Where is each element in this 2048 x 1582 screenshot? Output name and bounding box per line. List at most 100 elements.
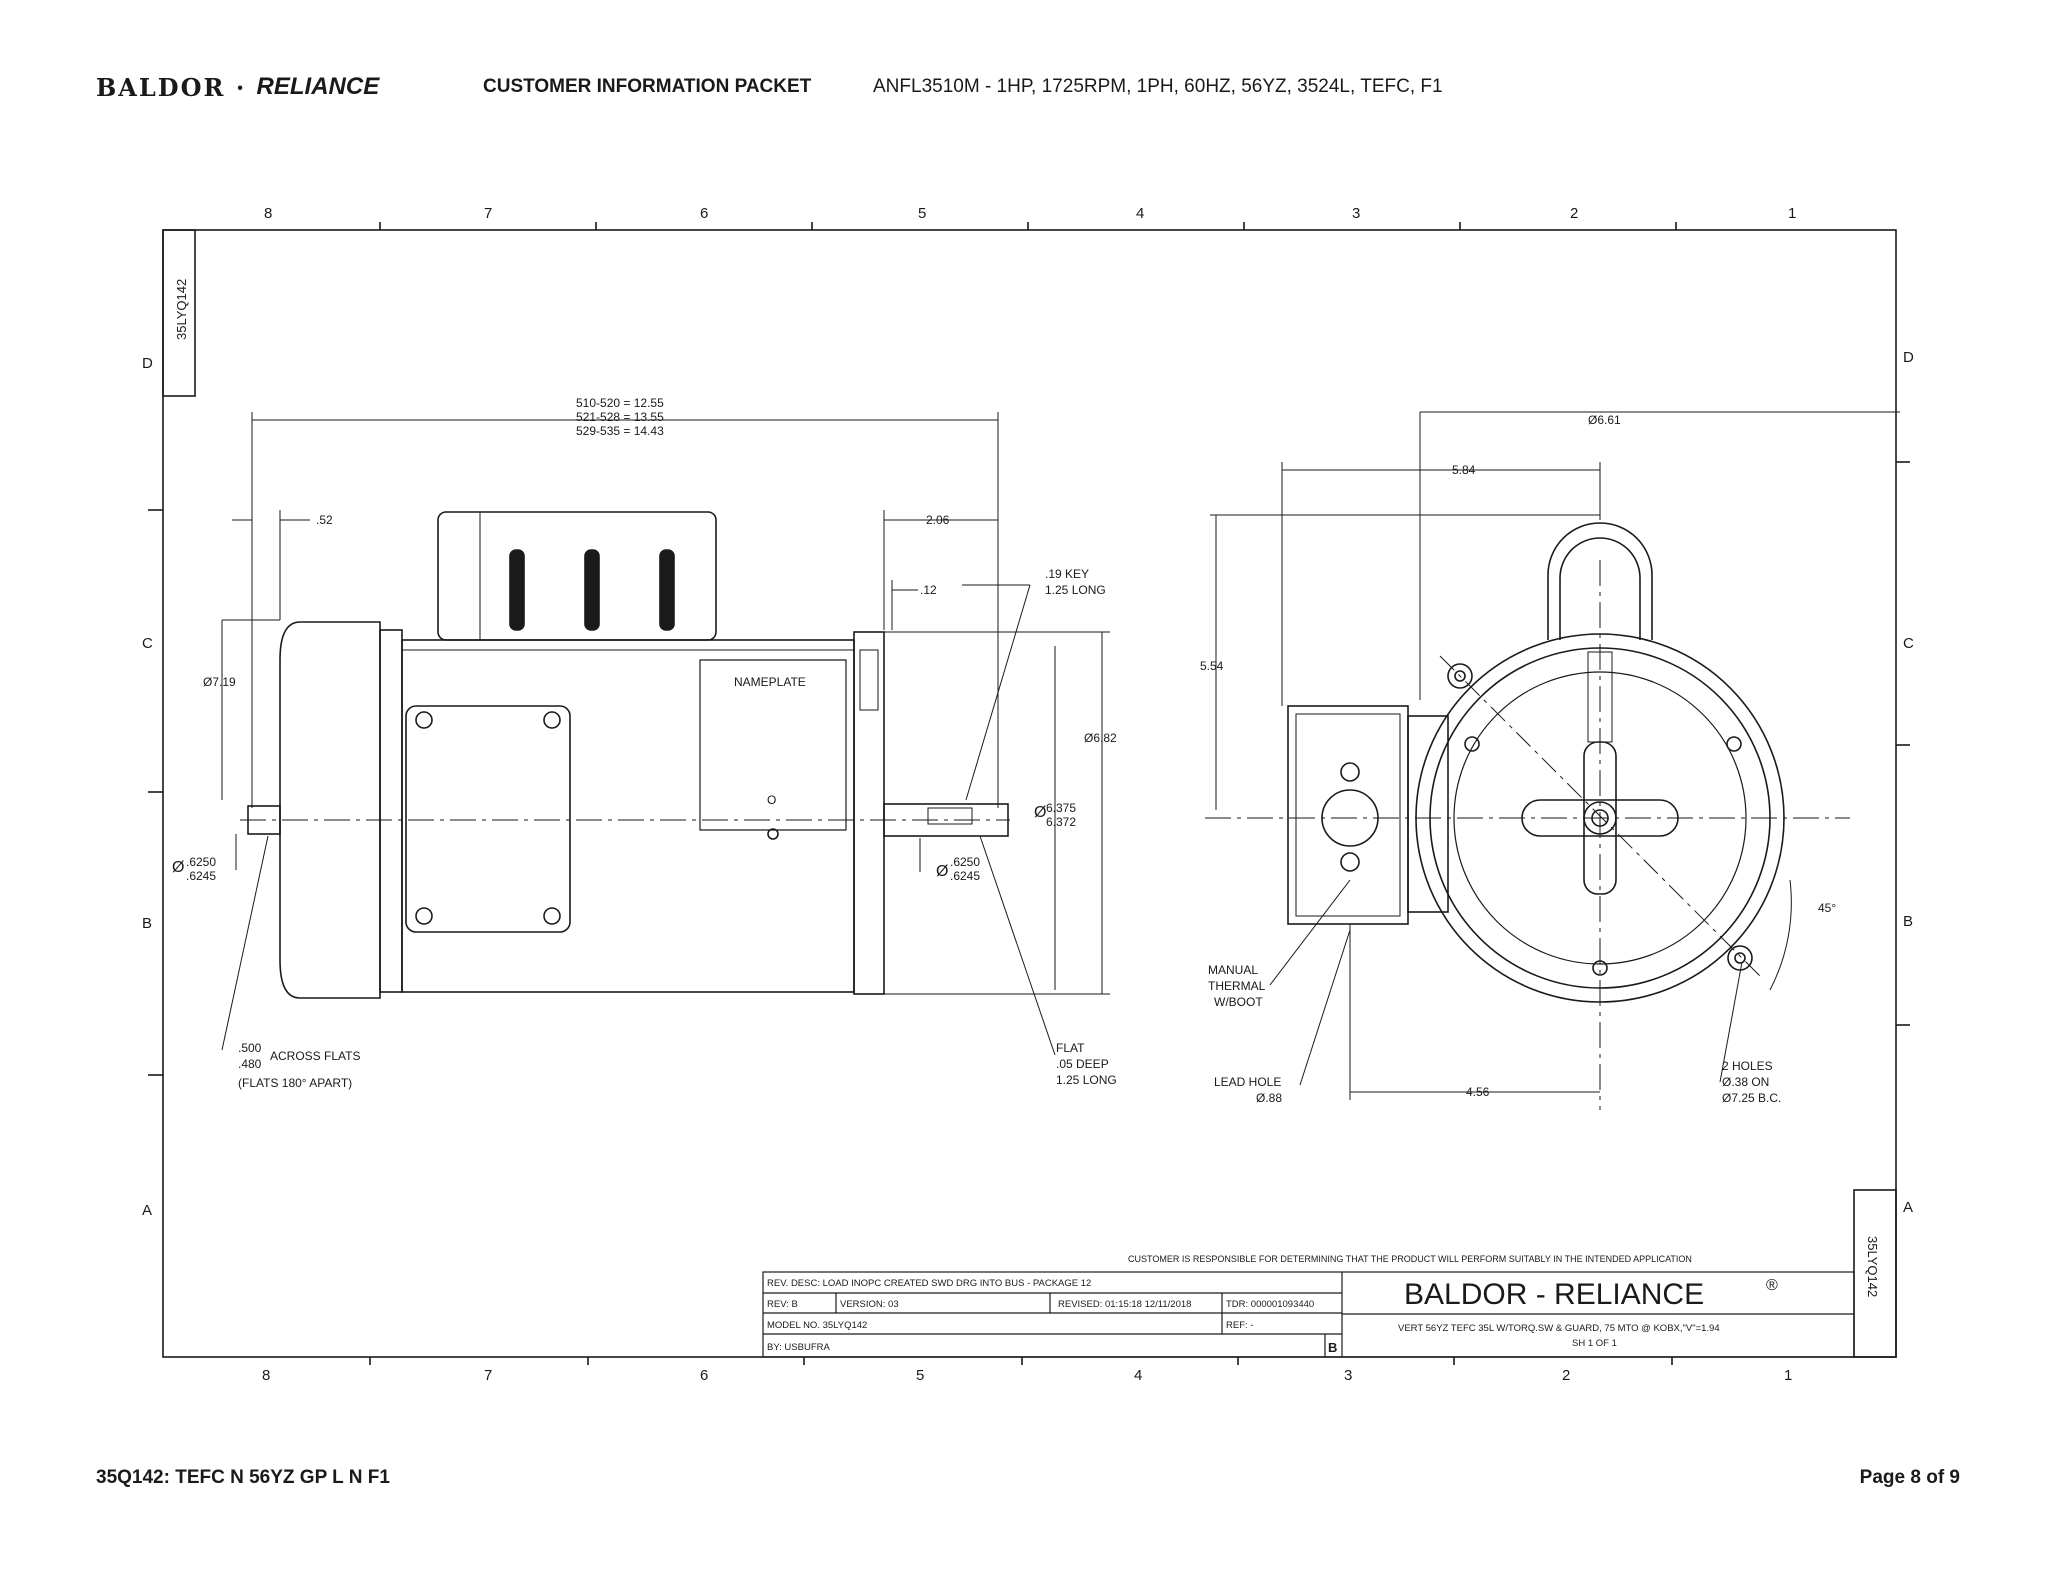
row-label-right: B xyxy=(1903,913,1913,930)
dim-052: .52 xyxy=(316,513,333,527)
registered-mark: ® xyxy=(1766,1277,1778,1294)
dim-584: 5.84 xyxy=(1452,463,1476,477)
brand-reliance: RELIANCE xyxy=(256,73,380,100)
col-label-bottom: 6 xyxy=(700,1367,708,1384)
col-label-top: 2 xyxy=(1570,205,1578,222)
col-label-bottom: 7 xyxy=(484,1367,492,1384)
dia-symbol: Ø xyxy=(1034,804,1046,821)
shaft-6245-right: .6245 xyxy=(950,869,980,883)
col-label-top: 7 xyxy=(484,205,492,222)
brand-logo: BALDOR · RELIANCE xyxy=(96,72,379,102)
flat-label: FLAT xyxy=(1056,1041,1085,1055)
row-label-right: C xyxy=(1903,635,1914,652)
nameplate-label: NAMEPLATE xyxy=(734,675,806,689)
title-block xyxy=(762,1271,1855,1358)
col-label-top: 5 xyxy=(918,205,926,222)
col-label-top: 1 xyxy=(1788,205,1796,222)
dim-dia-661: Ø6.61 xyxy=(1588,413,1621,427)
end-view-labels: Ø6.61 5.84 5.54 4.56 MANUAL THERMAL W/BO… xyxy=(1200,413,1836,1105)
dia-symbol: Ø xyxy=(936,863,948,880)
flats-500: .500 xyxy=(238,1041,262,1055)
boot-label: W/BOOT xyxy=(1214,995,1263,1009)
ref: REF: - xyxy=(1226,1320,1253,1331)
col-label-bottom: 3 xyxy=(1344,1367,1352,1384)
packet-title: CUSTOMER INFORMATION PACKET xyxy=(483,76,812,97)
holes-dia-label: Ø.38 ON xyxy=(1722,1075,1769,1089)
version: VERSION: 03 xyxy=(840,1299,899,1310)
side-view xyxy=(221,412,1110,1056)
row-label-left: B xyxy=(142,915,152,932)
col-label-bottom: 4 xyxy=(1134,1367,1142,1384)
drawing-id-top: 35LYQ142 xyxy=(174,279,189,340)
zone-labels: 8 7 6 5 4 3 2 1 8 7 6 5 4 3 2 1 D C B A … xyxy=(142,205,1914,1384)
brand-baldor: BALDOR xyxy=(96,72,226,102)
sheet-size: B xyxy=(1328,1340,1337,1355)
row-label-left: D xyxy=(142,355,153,372)
dim-dia-682: Ø6.82 xyxy=(1084,731,1117,745)
shaft-6245-left: .6245 xyxy=(186,869,216,883)
col-label-top: 6 xyxy=(700,205,708,222)
length-dim-1: 510-520 = 12.55 xyxy=(576,396,664,410)
rev-desc: REV. DESC: LOAD INOPC CREATED SWD DRG IN… xyxy=(767,1278,1091,1289)
manual-label: MANUAL xyxy=(1208,963,1258,977)
thermal-label: THERMAL xyxy=(1208,979,1266,993)
lead-hole-label: LEAD HOLE xyxy=(1214,1075,1281,1089)
footer-page-number: Page 8 of 9 xyxy=(1859,1467,1960,1488)
key-label: .19 KEY xyxy=(1045,567,1089,581)
key-length-label: 1.25 LONG xyxy=(1045,583,1106,597)
col-label-bottom: 1 xyxy=(1784,1367,1792,1384)
flat-length-label: 1.25 LONG xyxy=(1056,1073,1117,1087)
drawing-border xyxy=(162,229,1897,1358)
side-view-labels: 510-520 = 12.55 521-528 = 13.55 529-535 … xyxy=(172,396,1117,1090)
length-dim-2: 521-528 = 13.55 xyxy=(576,410,664,424)
dim-012: .12 xyxy=(920,583,937,597)
length-dim-3: 529-535 = 14.43 xyxy=(576,424,664,438)
dim-206: 2.06 xyxy=(926,513,950,527)
brand-separator: · xyxy=(235,72,247,102)
col-label-bottom: 8 xyxy=(262,1367,270,1384)
revised: REVISED: 01:15:18 12/11/2018 xyxy=(1058,1299,1191,1310)
flat-depth-label: .05 DEEP xyxy=(1056,1057,1109,1071)
dim-6372: 6.372 xyxy=(1046,815,1076,829)
holes-label: 2 HOLES xyxy=(1722,1059,1773,1073)
disclaimer: CUSTOMER IS RESPONSIBLE FOR DETERMINING … xyxy=(1128,1254,1692,1264)
shaft-6250-right: .6250 xyxy=(950,855,980,869)
dim-6375: 6.375 xyxy=(1046,801,1076,815)
drawing-id-box-top xyxy=(162,229,196,397)
flats-apart-label: (FLATS 180° APART) xyxy=(238,1076,352,1090)
footer-left: 35Q142: TEFC N 56YZ GP L N F1 xyxy=(96,1467,390,1488)
zone-ticks xyxy=(148,222,1910,1365)
col-label-bottom: 5 xyxy=(916,1367,924,1384)
title-description: VERT 56YZ TEFC 35L W/TORQ.SW & GUARD, 75… xyxy=(1398,1323,1720,1334)
col-label-top: 3 xyxy=(1352,205,1360,222)
nameplate-o: O xyxy=(767,793,776,807)
row-label-right: A xyxy=(1903,1199,1913,1216)
col-label-bottom: 2 xyxy=(1562,1367,1570,1384)
model-no: MODEL NO. 35LYQ142 xyxy=(767,1320,867,1331)
drawing-id-bottom: 35LYQ142 xyxy=(1865,1236,1880,1297)
tdr: TDR: 000001093440 xyxy=(1226,1299,1314,1310)
flats-480: .480 xyxy=(238,1057,262,1071)
lead-hole-dia: Ø.88 xyxy=(1256,1091,1282,1105)
dim-dia-719: Ø7.19 xyxy=(203,675,236,689)
rev: REV: B xyxy=(767,1299,798,1310)
col-label-top: 8 xyxy=(264,205,272,222)
sheet-number: SH 1 OF 1 xyxy=(1572,1338,1617,1349)
flats-across-label: ACROSS FLATS xyxy=(270,1049,360,1063)
row-label-left: C xyxy=(142,635,153,652)
row-label-left: A xyxy=(142,1202,152,1219)
col-label-top: 4 xyxy=(1136,205,1144,222)
by: BY: USBUFRA xyxy=(767,1342,830,1353)
dim-456: 4.56 xyxy=(1466,1085,1490,1099)
end-view xyxy=(1205,411,1900,1110)
title-block-text: CUSTOMER IS RESPONSIBLE FOR DETERMINING … xyxy=(767,1254,1778,1355)
model-line: ANFL3510M - 1HP, 1725RPM, 1PH, 60HZ, 56Y… xyxy=(873,76,1443,97)
angle-label: 45° xyxy=(1818,901,1836,915)
row-label-right: D xyxy=(1903,349,1914,366)
shaft-6250-left: .6250 xyxy=(186,855,216,869)
dim-554: 5.54 xyxy=(1200,659,1224,673)
title-company: BALDOR - RELIANCE xyxy=(1404,1278,1704,1311)
bolt-circle-label: Ø7.25 B.C. xyxy=(1722,1091,1781,1105)
dia-symbol: Ø xyxy=(172,859,184,876)
